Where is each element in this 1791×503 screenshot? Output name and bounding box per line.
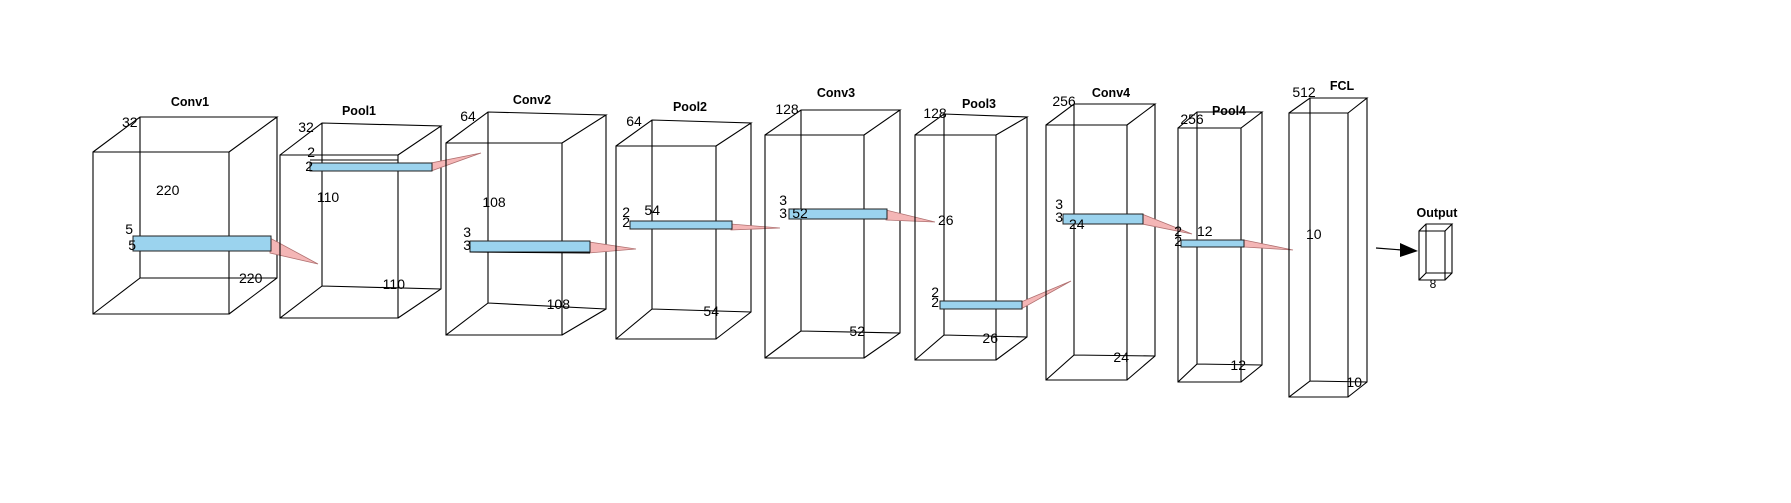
pool2-kernel-w: 2 — [622, 214, 630, 230]
conv1-box — [92, 116, 279, 315]
pool4-kernel — [1180, 239, 1245, 248]
conv3-kernel — [788, 208, 888, 220]
conv3-projection — [885, 209, 936, 223]
conv4-kernel-w: 3 — [1055, 209, 1063, 225]
conv3-title: Conv3 — [817, 86, 855, 100]
conv1-title: Conv1 — [171, 95, 209, 109]
conv1-height: 220 — [156, 182, 180, 198]
conv1-width: 220 — [239, 270, 263, 286]
pool3-depth: 128 — [923, 105, 947, 121]
conv4-width: 24 — [1113, 349, 1129, 365]
conv4-box — [1045, 103, 1157, 381]
pool1-width: 110 — [383, 276, 406, 292]
pool4-width: 12 — [1230, 357, 1246, 373]
pool1-kernel-face — [310, 159, 399, 163]
conv2-box — [445, 111, 608, 336]
conv1-kernel-h: 5 — [125, 221, 133, 237]
conv2-title: Conv2 — [513, 93, 551, 107]
pool1-kernel-w: 2 — [305, 158, 313, 174]
conv2-width: 108 — [547, 296, 571, 312]
arrow-head-icon — [1400, 243, 1418, 257]
pool1-title: Pool1 — [342, 104, 376, 118]
conv4-projection — [1141, 213, 1193, 235]
pool4-kernel-h: 2 — [1174, 223, 1182, 239]
pool1-box — [279, 122, 443, 319]
conv2-kernel-w: 3 — [463, 237, 471, 253]
pool3-title: Pool3 — [962, 97, 996, 111]
fcl-title: FCL — [1330, 79, 1355, 93]
conv4-title: Conv4 — [1092, 86, 1130, 100]
conv4-kernel-h: 3 — [1055, 196, 1063, 212]
fcl-height: 10 — [1306, 226, 1322, 242]
pool2-width: 54 — [703, 303, 719, 319]
conv2-height: 108 — [482, 194, 506, 210]
pool4-title: Pool4 — [1212, 104, 1246, 118]
pool2-kernel — [629, 220, 733, 230]
conv4-kernel — [1062, 213, 1144, 225]
layer-pool1: Pool1 32 110 110 2 2 — [279, 104, 482, 319]
layer-conv1: Conv1 32 220 220 5 5 — [92, 95, 319, 315]
pool3-box — [914, 113, 1029, 361]
conv3-kernel-w: 3 — [779, 205, 787, 221]
pool2-kernel-h: 2 — [622, 204, 630, 220]
output-size: 8 — [1430, 277, 1437, 291]
layer-conv2: Conv2 64 108 108 3 3 — [445, 93, 637, 336]
output-title: Output — [1417, 206, 1459, 220]
pool4-depth: 256 — [1180, 111, 1204, 127]
pool3-kernel-w: 2 — [931, 294, 939, 310]
pool4-box — [1177, 111, 1264, 383]
pool2-title: Pool2 — [673, 100, 707, 114]
arrow-line — [1375, 247, 1403, 251]
conv1-depth: 32 — [122, 114, 138, 130]
pool3-height: 26 — [938, 212, 954, 228]
fcl-depth: 512 — [1292, 84, 1316, 100]
pool4-projection — [1243, 239, 1294, 251]
output-box — [1418, 223, 1454, 281]
layer-pool3: Pool3 128 26 26 2 2 — [914, 97, 1072, 361]
pool2-depth: 64 — [626, 113, 642, 129]
fcl-box — [1288, 97, 1369, 398]
pool1-height: 110 — [317, 189, 340, 205]
conv3-width: 52 — [849, 323, 865, 339]
conv1-kernel — [132, 235, 272, 252]
pool2-box — [615, 119, 753, 340]
conv4-depth: 256 — [1052, 93, 1076, 109]
pool3-kernel — [939, 300, 1023, 310]
output-arrow — [1375, 243, 1418, 257]
fcl-width: 10 — [1346, 374, 1362, 390]
conv3-depth: 128 — [775, 101, 799, 117]
layer-output: Output 8 — [1417, 206, 1459, 291]
layer-pool2: Pool2 64 54 54 2 2 — [615, 100, 781, 340]
layer-fcl: FCL 512 10 10 — [1288, 79, 1369, 398]
pool1-kernel — [309, 162, 433, 172]
pool1-kernel-h: 2 — [307, 144, 315, 160]
pool2-projection — [730, 223, 781, 231]
layer-conv3: Conv3 128 52 52 3 3 — [764, 86, 936, 359]
conv3-height: 52 — [792, 205, 808, 221]
pool3-width: 26 — [982, 330, 998, 346]
pool3-kernel-h: 2 — [931, 284, 939, 300]
conv2-kernel-h: 3 — [463, 224, 471, 240]
pool1-projection — [430, 152, 482, 172]
conv2-kernel — [469, 240, 591, 253]
conv3-kernel-h: 3 — [779, 192, 787, 208]
conv4-height: 24 — [1069, 216, 1085, 232]
pool4-height: 12 — [1197, 223, 1213, 239]
pool1-depth: 32 — [298, 119, 314, 135]
pool4-kernel-w: 2 — [1174, 233, 1182, 249]
conv3-box — [764, 109, 902, 359]
conv2-projection — [588, 241, 637, 254]
layer-pool4: Pool4 256 12 12 2 2 — [1174, 104, 1294, 383]
conv2-depth: 64 — [460, 108, 476, 124]
layer-conv4: Conv4 256 24 24 3 3 — [1045, 86, 1193, 381]
conv2-kernel-face — [469, 251, 591, 254]
pool2-height: 54 — [644, 202, 660, 218]
conv1-kernel-w: 5 — [128, 237, 136, 253]
